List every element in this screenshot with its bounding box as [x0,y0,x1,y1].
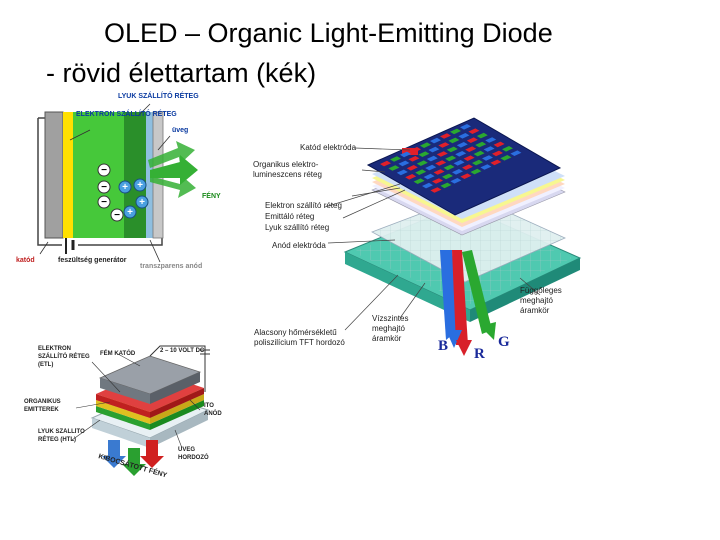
htl-label: LYUK SZÁLLÍTÓ RÉTEG (HTL) [38,428,90,444]
charge-label: − [101,165,107,176]
charge-label: − [101,197,107,208]
oled-stack-3d-diagram: ELEKTRON SZÁLLÍTÓ RÉTEG (ETL) FÉM KATÓD … [24,345,234,480]
oled-structure-diagram: − − − − + + + + LYUK SZÁLLÍTÓ RÉTEG ELEK… [16,91,221,270]
charge-label: + [122,182,128,193]
organic-layer-label: Organikus elektro-lumineszcens réteg [253,160,365,180]
charge-label: + [127,207,133,218]
hole-transport-layer [124,112,146,238]
blue-label: B [438,338,448,354]
electron-layer-label: ELEKTRON SZÁLLÍTÓ RÉTEG [76,109,177,118]
cathode-layer [45,112,63,238]
voltage-dc-label: 2 – 10 VOLT DC [160,348,205,354]
glass-substrate-label: ÜVEG HORDOZÓ [178,446,214,462]
electron-transport-label: Elektron szállító réteg [265,201,342,210]
glass-label: üveg [172,127,188,134]
etl-label: ELEKTRON SZÁLLÍTÓ RÉTEG (ETL) [38,345,92,369]
red-label: R [474,346,485,362]
horizontal-driver-label: Vízszintes meghajtó áramkör [372,314,424,344]
ito-anode-label: ITO ANÓD [204,402,230,418]
charge-label: − [114,210,120,221]
hole-transport-label: Lyuk szállító réteg [265,223,329,232]
light-label: FÉNY [202,191,221,200]
green-label: G [498,334,510,350]
metal-cathode-label: FÉM KATÓD [100,349,136,357]
charge-label: − [101,182,107,193]
oled-display-exploded-diagram: Katód elektróda Organikus elektro-lumine… [253,118,586,362]
anode-electrode-label: Anód elektróda [272,241,326,250]
tft-substrate-label: Alacsony hőmérsékletű poliszilícium TFT … [254,328,370,348]
charge-label: + [139,197,145,208]
electron-transport-layer [63,112,73,238]
charge-label: + [137,180,143,191]
cathode-electrode-label: Katód elektróda [300,143,357,152]
anode-label: transzparens anód [140,263,202,270]
emitting-layer-label: Emittáló réteg [265,212,314,221]
hole-layer-label: LYUK SZÁLLÍTÓ RÉTEG [118,91,199,100]
cathode-label: katód [16,257,35,264]
voltage-label: feszültség generátor [58,257,127,264]
vertical-driver-label: Függőleges meghajtó áramkör [520,286,582,316]
organic-emitters-label: ORGANIKUS EMITTEREK [24,398,76,414]
